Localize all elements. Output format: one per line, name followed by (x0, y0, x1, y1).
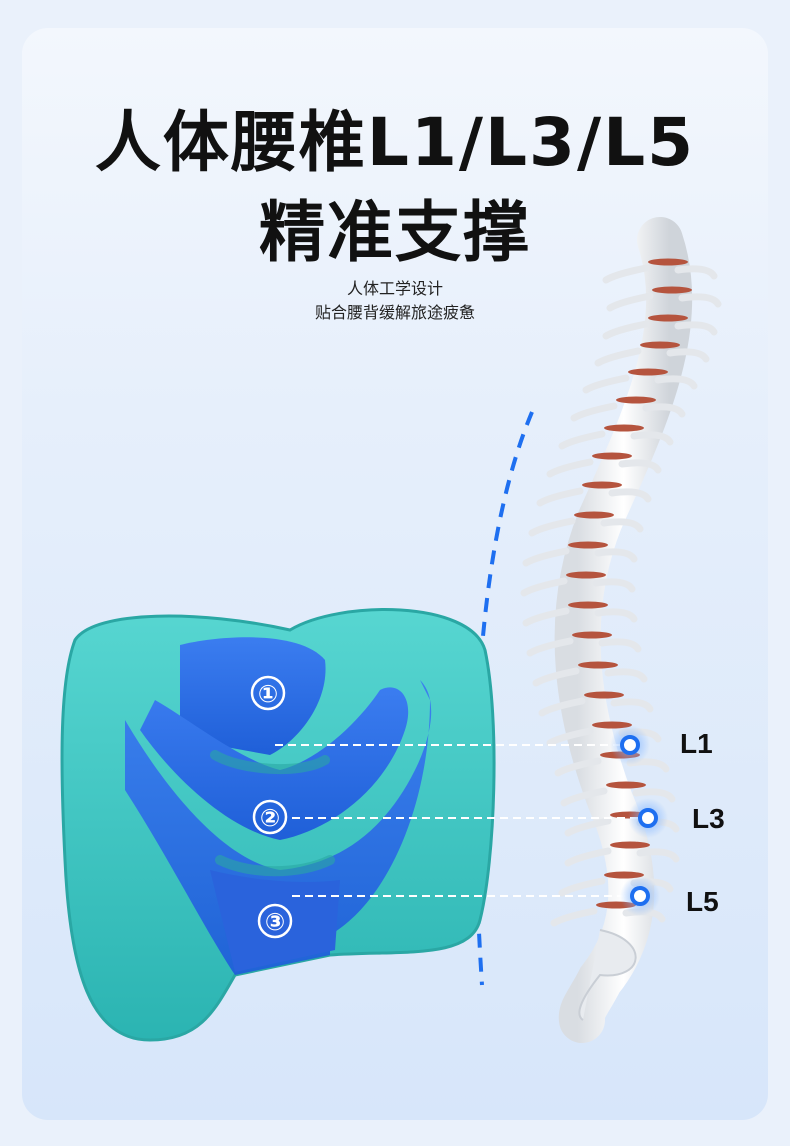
spine-disc (610, 841, 650, 849)
vertebra-process (602, 264, 718, 284)
svg-text:①: ① (258, 680, 278, 708)
vertebra-process (532, 667, 648, 687)
point-l5 (630, 886, 650, 906)
vertebra-process (522, 547, 638, 567)
spine-disc (648, 258, 688, 266)
label-l3: L3 (692, 803, 725, 834)
headline-line-1: 人体腰椎L1/L3/L5 (94, 104, 696, 181)
spine-disc (584, 691, 624, 699)
vertebra-process (546, 458, 662, 478)
subtitle-line-2: 贴合腰背缓解旅途疲惫 (314, 303, 475, 322)
svg-text:③: ③ (265, 908, 285, 936)
spine-disc (566, 571, 606, 579)
spine-disc (578, 661, 618, 669)
spine-disc (648, 314, 688, 322)
vertebra-process (582, 374, 698, 394)
zone-marker-3: ③ (257, 903, 293, 939)
spine-disc (572, 631, 612, 639)
spine-disc (616, 396, 656, 404)
vertebra-process (564, 847, 680, 867)
label-l1: L1 (680, 728, 713, 759)
point-l1 (620, 735, 640, 755)
zone-marker-2: ② (252, 799, 288, 835)
spine-illustration (520, 217, 722, 1043)
lumbar-pillow (60, 608, 496, 1042)
spine-disc (568, 601, 608, 609)
vertebra-process (602, 320, 718, 340)
vertebra-process (570, 402, 686, 422)
vertebra-process (520, 577, 636, 597)
vertebra-process (522, 607, 638, 627)
vertebra-process (526, 637, 642, 657)
spine-disc (604, 871, 644, 879)
spine-disc (628, 368, 668, 376)
spine-disc (592, 452, 632, 460)
spine-disc (640, 341, 680, 349)
subtitle-line-1: 人体工学设计 (346, 279, 443, 298)
vertebra-process (606, 292, 722, 312)
vertebra-process (538, 697, 654, 717)
vertebra-process (558, 430, 674, 450)
vertebra-process (528, 517, 644, 537)
spine-disc (582, 481, 622, 489)
vertebra-process (594, 347, 710, 367)
spine-disc (574, 511, 614, 519)
spine-disc (604, 424, 644, 432)
vertebra-process (560, 787, 676, 807)
vertebra-process (536, 487, 652, 507)
zone-marker-1: ① (250, 675, 286, 711)
label-l5: L5 (686, 886, 719, 917)
spine-disc (568, 541, 608, 549)
spine-disc (606, 781, 646, 789)
point-l3 (638, 808, 658, 828)
svg-text:②: ② (260, 804, 280, 832)
spine-disc (652, 286, 692, 294)
headline-line-2: 精准支撑 (259, 194, 531, 271)
